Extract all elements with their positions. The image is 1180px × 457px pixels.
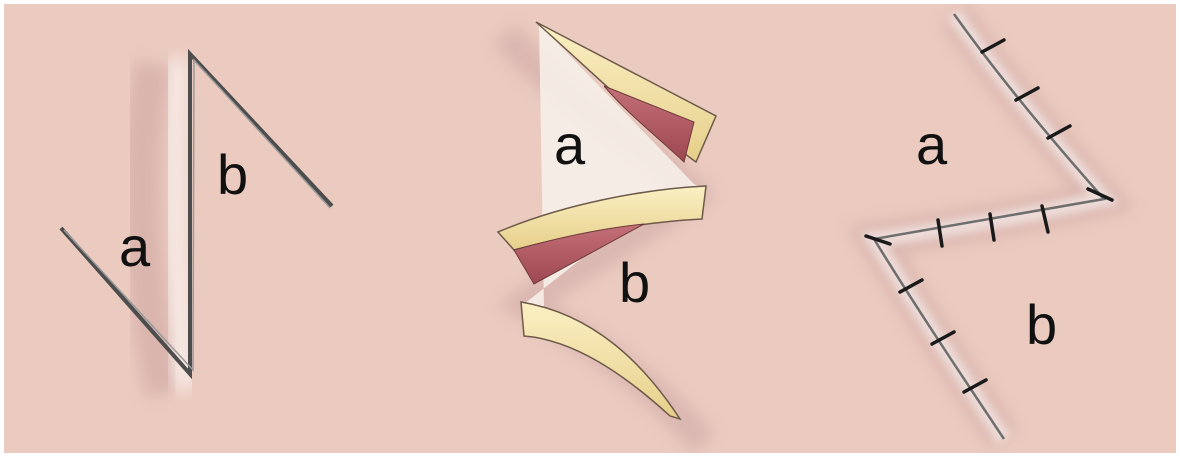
panel3-label-a: a [916, 113, 948, 176]
panel2-label-a: a [554, 113, 586, 176]
scar-shadow [874, 14, 1104, 439]
panel2-label-b: b [619, 251, 650, 314]
panel1-label-b: b [217, 143, 248, 206]
panel-3-sutured: a b [866, 14, 1112, 439]
panel-1-incision: a b [61, 54, 332, 394]
lower-flap [521, 302, 680, 419]
panel1-label-a: a [119, 215, 151, 278]
illustration-frame: a b a b [4, 4, 1176, 453]
z-plasty-diagram: a b a b [4, 4, 1176, 453]
z-incision-lines [61, 54, 332, 374]
panel-2-flaps: a b [498, 22, 716, 444]
panel3-label-b: b [1026, 293, 1057, 356]
